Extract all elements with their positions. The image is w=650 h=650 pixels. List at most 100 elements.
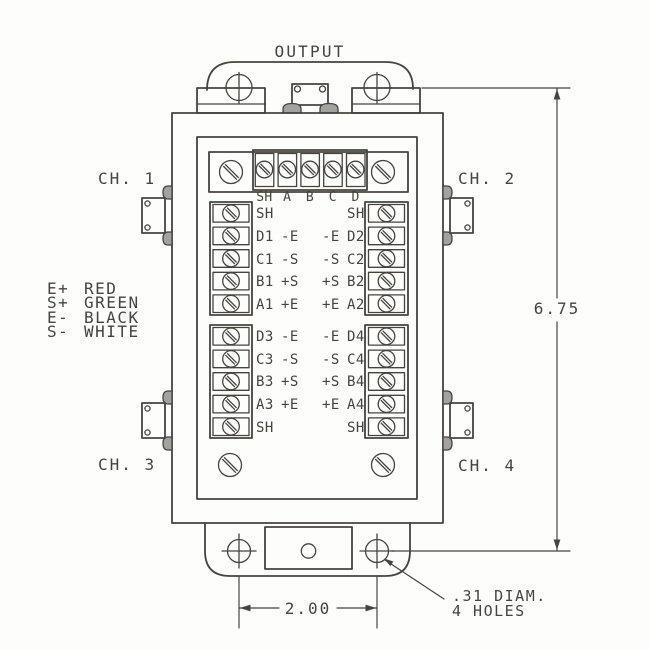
terminal-cell (212, 417, 250, 437)
terminal-cell (367, 372, 406, 391)
terminal-cell (367, 417, 406, 437)
plate-screw (370, 159, 396, 185)
wire-color-legend: E+ RED S+ GREEN E- BLACK S- WHITE (47, 279, 140, 341)
terminal-cell (212, 203, 250, 223)
output-connector (282, 83, 339, 114)
ch4-label: CH. 4 (458, 456, 516, 475)
terminal-name: B2 (347, 274, 365, 290)
terminal-screw (222, 272, 240, 291)
terminal-signal: -E (281, 229, 299, 245)
terminal-cell (212, 394, 250, 414)
bus-cell (345, 152, 366, 188)
top-flange (196, 61, 421, 114)
ch2-connector (442, 185, 474, 246)
terminal-cell (212, 226, 250, 246)
plate-screw (218, 159, 244, 185)
terminal-screw (377, 395, 396, 414)
ch1-label: CH. 1 (98, 169, 156, 188)
strip-outline (364, 201, 409, 316)
ch4-connector (442, 390, 474, 451)
terminal-name: A4 (347, 397, 365, 413)
hole-note-line1: .31 DIAM. (452, 587, 547, 605)
ch1-connector (141, 185, 173, 246)
terminal-name: SH (256, 420, 274, 436)
output-connector-pin-right (318, 85, 327, 93)
terminal-screw (346, 160, 365, 179)
strip-outline (364, 324, 409, 439)
terminal-screw (323, 160, 342, 179)
terminal-signal: +S (281, 274, 299, 290)
bottom-flange (204, 522, 411, 577)
terminal-screw (377, 294, 396, 313)
terminal-cell (212, 249, 250, 268)
arrowhead-up (553, 89, 561, 100)
bus-block (252, 149, 368, 191)
terminal-signal: +S (281, 374, 299, 390)
bus-label: C (329, 190, 337, 205)
output-connector-foot-right (319, 102, 339, 114)
hole-spacing-dimension: 2.00 (238, 576, 378, 629)
terminal-cell (367, 294, 406, 314)
legend-color: BLACK (84, 308, 140, 327)
bus-label: B (306, 190, 314, 205)
bus-label: SH (256, 190, 272, 205)
terminal-name: SH (256, 206, 274, 222)
terminal-name: C4 (347, 352, 365, 368)
terminal-screw (377, 226, 396, 245)
terminal-screw (222, 204, 240, 223)
arrowhead-left (240, 604, 251, 612)
terminal-strip-left-upper: SH D1 -E C1 -S B1 +S A1 +E (209, 201, 299, 316)
legend-color: WHITE (84, 322, 140, 341)
bus-plate (208, 151, 409, 193)
leader-arrowhead (384, 558, 394, 567)
height-value: 6.75 (534, 299, 581, 318)
enclosure-inner-panel (196, 136, 418, 500)
terminal-name: C3 (256, 352, 274, 368)
bottom-flange-outline (204, 522, 411, 577)
enclosure-outer (171, 112, 444, 524)
bus-cell (323, 152, 343, 188)
top-right-boss (351, 87, 421, 114)
terminal-signal: -S (322, 252, 340, 268)
terminal-name: C2 (347, 252, 365, 268)
legend-color: GREEN (84, 293, 140, 312)
terminal-cell (367, 203, 406, 223)
terminal-name: D1 (256, 229, 274, 245)
terminal-signal: +E (281, 297, 299, 313)
terminal-name: D3 (256, 329, 274, 345)
height-dimension: 6.75 (391, 87, 581, 552)
plate-screw (217, 452, 243, 478)
arrowhead-down (553, 539, 561, 550)
hole-note-line2: 4 HOLES (452, 602, 526, 620)
terminal-cell (367, 394, 406, 414)
terminal-screw (255, 160, 274, 179)
terminal-screw (377, 327, 396, 346)
terminal-signal: +E (322, 297, 340, 313)
terminal-cell (212, 349, 250, 369)
bottom-boss-hole (300, 543, 317, 559)
terminal-screw (377, 349, 396, 368)
plate-screw (370, 452, 396, 478)
terminal-name: A3 (256, 397, 274, 413)
bus-label: D (352, 190, 360, 205)
mounting-hole-bottom-left (221, 533, 257, 569)
terminal-screw (222, 349, 240, 368)
terminal-screw (222, 417, 240, 436)
hole-spacing-value: 2.00 (285, 599, 332, 618)
output-label: OUTPUT (275, 42, 346, 61)
terminal-name: A2 (347, 297, 365, 313)
output-connector-body (291, 83, 329, 106)
mounting-hole-top-right (363, 71, 391, 104)
terminal-cell (212, 271, 250, 291)
terminal-signal: -E (322, 229, 340, 245)
terminal-screw (222, 249, 240, 268)
terminal-cell (367, 226, 406, 246)
terminal-name: A1 (256, 297, 274, 313)
terminal-name: B3 (256, 374, 274, 390)
terminal-cell (212, 294, 250, 314)
terminal-cell (367, 271, 406, 291)
terminal-strip-right-lower: -E D4 -S C4 +S B4 +E A4 SH (322, 324, 409, 439)
terminal-name: D4 (347, 329, 365, 345)
terminal-screw (301, 160, 319, 179)
